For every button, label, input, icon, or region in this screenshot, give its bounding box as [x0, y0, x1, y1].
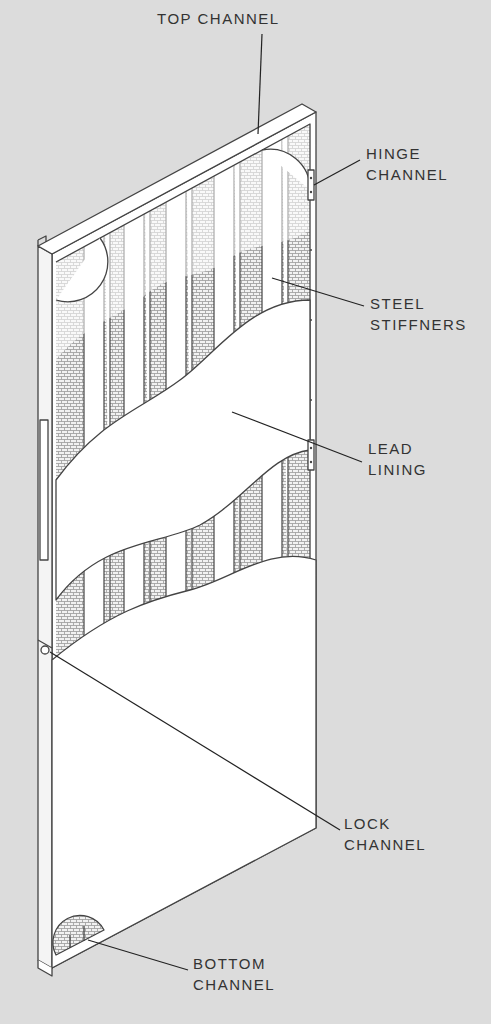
hinge-screws	[310, 177, 312, 463]
bottom-cutout	[53, 915, 104, 955]
hinge-channel	[308, 440, 314, 470]
door-face-lower	[52, 556, 316, 968]
part-label: TOP CHANNEL	[157, 8, 280, 29]
part-label: LEAD LINING	[368, 438, 468, 480]
lock-edge	[38, 246, 52, 968]
lock-hole	[41, 646, 49, 654]
part-label: HINGE CHANNEL	[366, 143, 466, 185]
part-label: BOTTOM CHANNEL	[193, 953, 293, 995]
top-channel-lip	[38, 236, 46, 246]
corner-cut	[262, 149, 310, 190]
corner-cut	[56, 238, 108, 302]
part-label: STEEL STIFFNERS	[370, 293, 485, 335]
bottom-stiffener	[70, 926, 84, 948]
leader-lines	[50, 34, 364, 970]
bottom-channel	[38, 960, 52, 976]
part-label: LOCK CHANNEL	[344, 813, 444, 855]
lead-lining	[56, 300, 310, 600]
lock-channel	[40, 420, 48, 560]
hinge-channel	[308, 170, 314, 200]
